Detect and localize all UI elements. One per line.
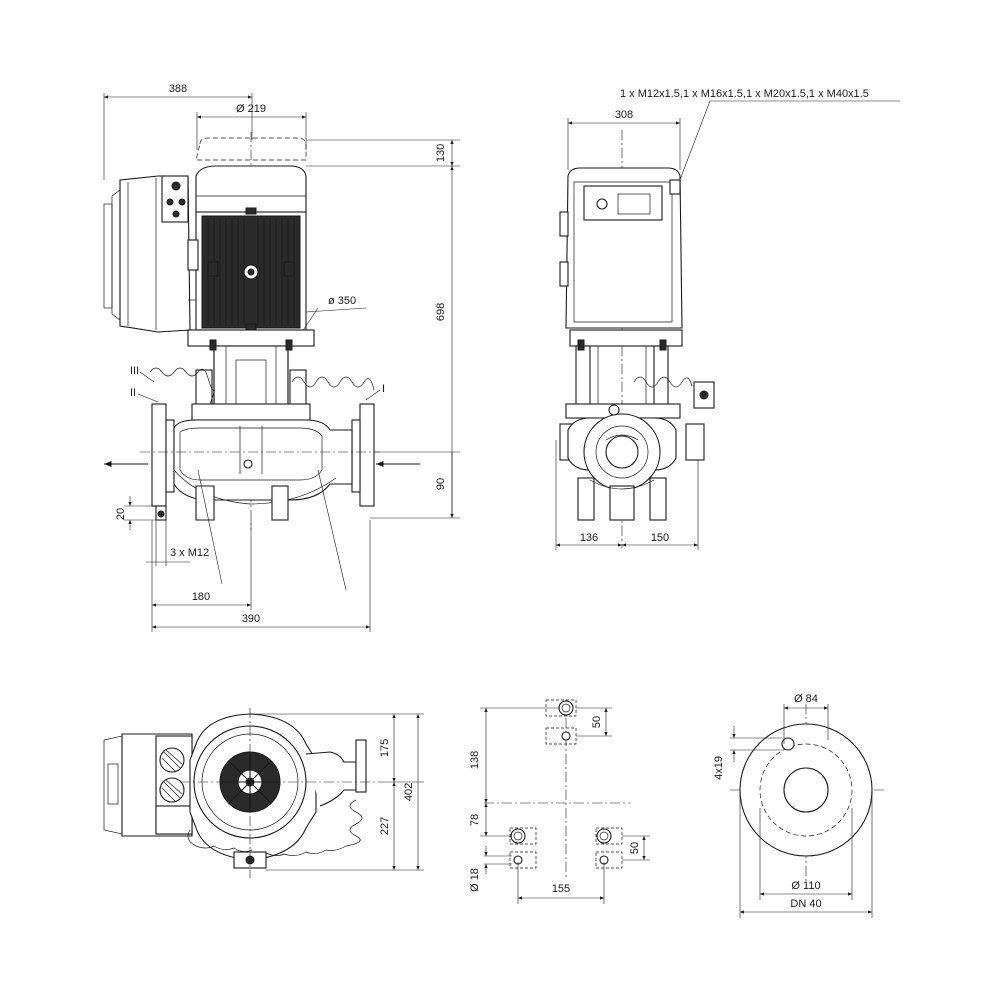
- pressure-hose-right: [291, 376, 375, 391]
- dim-138-label: 138: [469, 751, 481, 769]
- side-view: 1 x M12x1.5,1 x M16x1.5,1 x M20x1.5,1 x …: [555, 88, 900, 550]
- electronics-module: [103, 175, 199, 333]
- dimension-308: 308: [567, 109, 681, 170]
- flange-detail: Ø 84 4x19 Ø 110 DN 40: [713, 693, 884, 918]
- dim-dn40-label: DN 40: [790, 898, 821, 910]
- dim-155-label: 155: [552, 883, 570, 895]
- motor-stool: [187, 329, 315, 421]
- dimension-388: 388: [103, 83, 253, 180]
- dimension-dia-84: Ø 84: [783, 693, 829, 744]
- side-pressure-hose: [633, 376, 693, 388]
- electronics-module-front: [559, 167, 683, 329]
- dim-4x19-label: 4x19: [713, 756, 725, 780]
- dim-20-label: 20: [115, 508, 127, 520]
- dim-90-label: 90: [435, 478, 447, 490]
- motor: [195, 165, 307, 331]
- dimension-390: 390: [152, 520, 371, 632]
- dimension-dia-18: Ø 18: [469, 846, 512, 892]
- top-view: 175 227 402: [103, 708, 424, 878]
- dim-308-label: 308: [615, 109, 633, 121]
- dim-3xm12-label: 3 x M12: [170, 547, 209, 559]
- pressure-hose-left: [149, 367, 215, 405]
- dim-388-label: 388: [169, 83, 187, 95]
- dimension-3xm12: 3 x M12: [146, 520, 209, 566]
- dimension-130: 130: [306, 139, 460, 167]
- dim-78-label: 78: [469, 814, 481, 826]
- dimension-90: 90: [370, 451, 460, 519]
- gland-hatching: [161, 749, 183, 803]
- dimension-180: 180: [151, 520, 252, 632]
- dimension-50-top: 50: [576, 707, 612, 737]
- dimension-78: 78: [469, 803, 512, 837]
- dimension-175: 175: [250, 713, 424, 783]
- dim-50-bottom-label: 50: [629, 842, 641, 854]
- motor-fan-cowl-top: [189, 713, 317, 861]
- dimension-155: 155: [517, 862, 605, 904]
- dim-50-top-label: 50: [591, 716, 603, 728]
- dimension-50-bottom: 50: [622, 835, 650, 861]
- front-view: 388 Ø 219 130 698 90: [103, 83, 460, 632]
- dimension-698: 698: [435, 166, 454, 518]
- dimension-136: 136: [555, 440, 622, 550]
- dimension-150: 150: [622, 460, 699, 550]
- label-II: II: [130, 387, 136, 399]
- dim-698-label: 698: [435, 303, 447, 321]
- dimension-dia-219: Ø 219: [196, 103, 307, 150]
- dimension-227: 227: [266, 782, 424, 871]
- dim-227-label: 227: [379, 817, 391, 835]
- top-pressure-hose: [263, 799, 363, 856]
- dimension-dn40: DN 40: [739, 790, 873, 918]
- dim-402-label: 402: [403, 783, 415, 801]
- dimension-dia-110: Ø 110: [759, 808, 853, 900]
- side-motor-stool: [565, 329, 683, 419]
- dimension-402: 402: [403, 714, 420, 870]
- label-III: III: [130, 365, 139, 377]
- label-I: I: [382, 383, 385, 395]
- side-pump-casing: [559, 404, 705, 521]
- dim-136-label: 136: [580, 532, 598, 544]
- pump-housing: [151, 403, 375, 521]
- cable-glands-label: 1 x M12x1.5,1 x M16x1.5,1 x M20x1.5,1 x …: [620, 88, 869, 100]
- dim-175-label: 175: [379, 739, 391, 757]
- dim-130-label: 130: [435, 144, 447, 162]
- foot-plan: 138 78 Ø 18 50 50 155: [469, 699, 650, 904]
- dimension-20: 20: [115, 496, 156, 530]
- dim-dia84-label: Ø 84: [794, 693, 818, 705]
- dim-150-label: 150: [651, 532, 669, 544]
- dim-390-label: 390: [242, 613, 260, 625]
- dim-dia18-label: Ø 18: [469, 868, 481, 892]
- dim-180-label: 180: [192, 591, 210, 603]
- dim-dia350-label: ø 350: [328, 295, 356, 307]
- dim-dia219-label: Ø 219: [236, 103, 266, 115]
- dim-dia110-label: Ø 110: [791, 880, 820, 892]
- dimension-138: 138: [469, 707, 560, 803]
- dimension-4x19: 4x19: [713, 726, 782, 780]
